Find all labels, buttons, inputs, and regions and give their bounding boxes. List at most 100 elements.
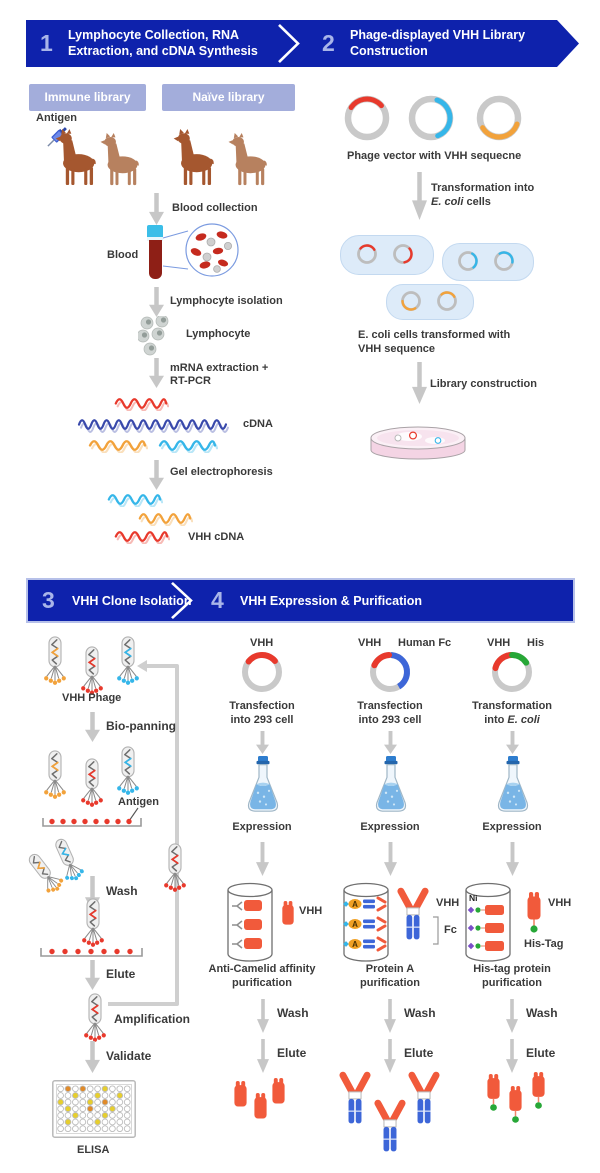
ecoli-transformed-label-line1: E. coli cells transformed with (358, 329, 511, 341)
vhh-molecule-icon (254, 1093, 267, 1119)
plasmid-vhh-label: VHH (487, 637, 511, 649)
plasmid-vhh-label: VHH (358, 637, 382, 649)
transformation-label-line2: E. coli cells (431, 196, 491, 208)
vhh-fc-molecule-icon (336, 1070, 374, 1126)
amplification-label: Amplification (114, 1012, 191, 1026)
petri-dish-icon (370, 426, 466, 460)
vhh-fc-molecule-icon (371, 1098, 409, 1154)
protein-a-column-icon: A A A (343, 882, 389, 962)
wash-label: Wash (277, 1006, 309, 1020)
vhh-phage-label: VHH Phage (62, 692, 122, 704)
llama-icon (100, 133, 139, 186)
phage-icon (116, 636, 140, 686)
ecoli-transformed-label-line2: VHH sequence (358, 343, 436, 355)
step-title-2: Phage-displayed VHH Library Construction (350, 28, 526, 59)
svg-text:A: A (352, 900, 358, 909)
down-arrow-icon (384, 999, 396, 1033)
immune-library-tag: Immune library (29, 84, 146, 111)
expression-label: Expression (482, 821, 542, 833)
step-title-1: Lymphocyte Collection, RNA Extraction, a… (68, 28, 258, 59)
expression-label: Expression (360, 821, 420, 833)
down-arrow-icon (506, 1039, 518, 1073)
lymphocyte-cells-icon (138, 316, 169, 356)
plasmid-icon (344, 95, 390, 141)
down-arrow-icon (257, 1039, 269, 1073)
ecoli-cell-icon (442, 243, 534, 281)
elute-label: Elute (277, 1046, 307, 1060)
llama-icon (55, 129, 96, 186)
vhh-his-molecule-icon (486, 1074, 501, 1112)
step-number-4: 4 (211, 587, 224, 613)
transformation-label: Transformation into E. coli (471, 700, 553, 726)
naive-library-tag: Naïve library (162, 84, 295, 111)
mrna-extraction-label-line2: RT-PCR (170, 375, 211, 387)
mrna-extraction-label-line1: mRNA extraction + (170, 362, 269, 374)
antigen-plate-icon (40, 948, 143, 957)
down-arrow-icon (384, 1039, 396, 1073)
down-arrow-icon (506, 999, 518, 1033)
down-arrow-icon (384, 842, 397, 876)
gel-electrophoresis-label: Gel electrophoresis (170, 466, 273, 478)
plasmid-his-label: His (527, 637, 545, 649)
vhh-fc-molecule-icon (394, 886, 432, 942)
bio-panning-label: Bio-panning (106, 719, 176, 733)
lymphocyte-label: Lymphocyte (186, 328, 251, 340)
plasmid-icon (370, 652, 410, 692)
his-tag-side-label: His-Tag (524, 938, 564, 950)
llama-icon (228, 133, 267, 186)
flask-icon (375, 756, 407, 812)
step-number-1: 1 (40, 30, 53, 56)
flask-icon (497, 756, 529, 812)
blood-label: Blood (107, 249, 139, 261)
plasmid-icon (492, 652, 532, 692)
vhh-molecule-icon (234, 1081, 247, 1107)
down-arrow-icon (149, 358, 164, 388)
header-bar-top: 1 Lymphocyte Collection, RNA Extraction,… (26, 20, 579, 67)
rna-wave-icon (107, 494, 163, 507)
vhh-molecule-icon (272, 1078, 285, 1104)
rna-wave-icon (138, 513, 193, 526)
syringe-icon (47, 127, 67, 147)
wash-label: Wash (526, 1006, 558, 1020)
rna-wave-icon (158, 440, 218, 453)
phage-icon (43, 636, 67, 686)
elisa-label: ELISA (77, 1144, 110, 1156)
blood-tube-icon (147, 225, 163, 279)
phage-icon (80, 646, 104, 696)
down-arrow-icon (384, 731, 397, 754)
vhh-molecule-icon (282, 901, 294, 925)
step-title-3: VHH Clone Isolation (72, 594, 192, 608)
expression-label: Expression (232, 821, 292, 833)
antigen-label: Antigen (36, 112, 77, 124)
down-arrow-icon (85, 712, 100, 742)
rna-wave-icon (88, 440, 148, 453)
vhh-his-molecule-icon (531, 1072, 546, 1110)
down-arrow-icon (85, 1041, 100, 1073)
down-arrow-icon (256, 842, 269, 876)
plasmid-icon (476, 95, 522, 141)
phage-icon (43, 750, 67, 800)
elute-label: Elute (404, 1046, 434, 1060)
vhh-his-molecule-icon (526, 892, 542, 934)
step-number-2: 2 (322, 30, 335, 56)
vhh-cdna-label: VHH cDNA (188, 531, 245, 543)
cdna-label: cDNA (243, 418, 273, 430)
phage-icon (80, 758, 104, 808)
step-number-3: 3 (42, 587, 55, 613)
blood-collection-label: Blood collection (172, 202, 258, 214)
validate-label: Validate (106, 1049, 152, 1063)
rna-wave-icon (114, 398, 169, 411)
vhh-side-label: VHH (299, 905, 323, 917)
phage-icon (163, 843, 187, 893)
elisa-plate-icon (52, 1080, 136, 1138)
plasmid-icon (408, 95, 454, 141)
phage-icon (83, 993, 107, 1043)
phage-icon (116, 746, 140, 796)
flask-icon (247, 756, 279, 812)
down-arrow-icon (149, 460, 164, 490)
